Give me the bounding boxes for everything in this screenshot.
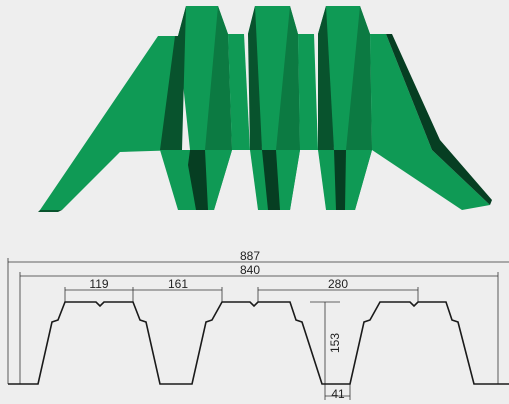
rib-3-side-left <box>318 6 334 150</box>
rib-2-shadow <box>262 150 280 210</box>
crest-width-label: 119 <box>89 277 108 291</box>
valley-2 <box>298 34 318 150</box>
rib-pitch-label: 280 <box>328 277 348 291</box>
sheet-body <box>38 6 492 212</box>
rib-height-label: 153 <box>328 333 342 353</box>
rib-3-shadow <box>334 150 346 210</box>
rib-opening-label: 161 <box>168 277 188 291</box>
right-flange <box>370 34 490 210</box>
dimension-labels: 887 840 119 161 280 153 41 <box>89 249 348 401</box>
rib-1-side-left <box>160 6 186 150</box>
valley-1 <box>228 34 250 150</box>
rib-1-shadow <box>188 150 208 210</box>
rib-2-side-left <box>248 6 262 150</box>
profile-outline <box>8 301 509 385</box>
right-flange-edge <box>386 34 492 205</box>
valley-width-label: 41 <box>331 387 345 401</box>
cross-section-drawing: 887 840 119 161 280 153 41 <box>7 249 509 401</box>
left-flange <box>40 36 182 210</box>
effective-width-label: 840 <box>240 263 260 277</box>
left-flange-edge <box>38 210 62 212</box>
sheet-3d-illustration <box>38 6 492 212</box>
dimension-lines <box>7 258 509 400</box>
overall-width-label: 887 <box>240 249 260 263</box>
